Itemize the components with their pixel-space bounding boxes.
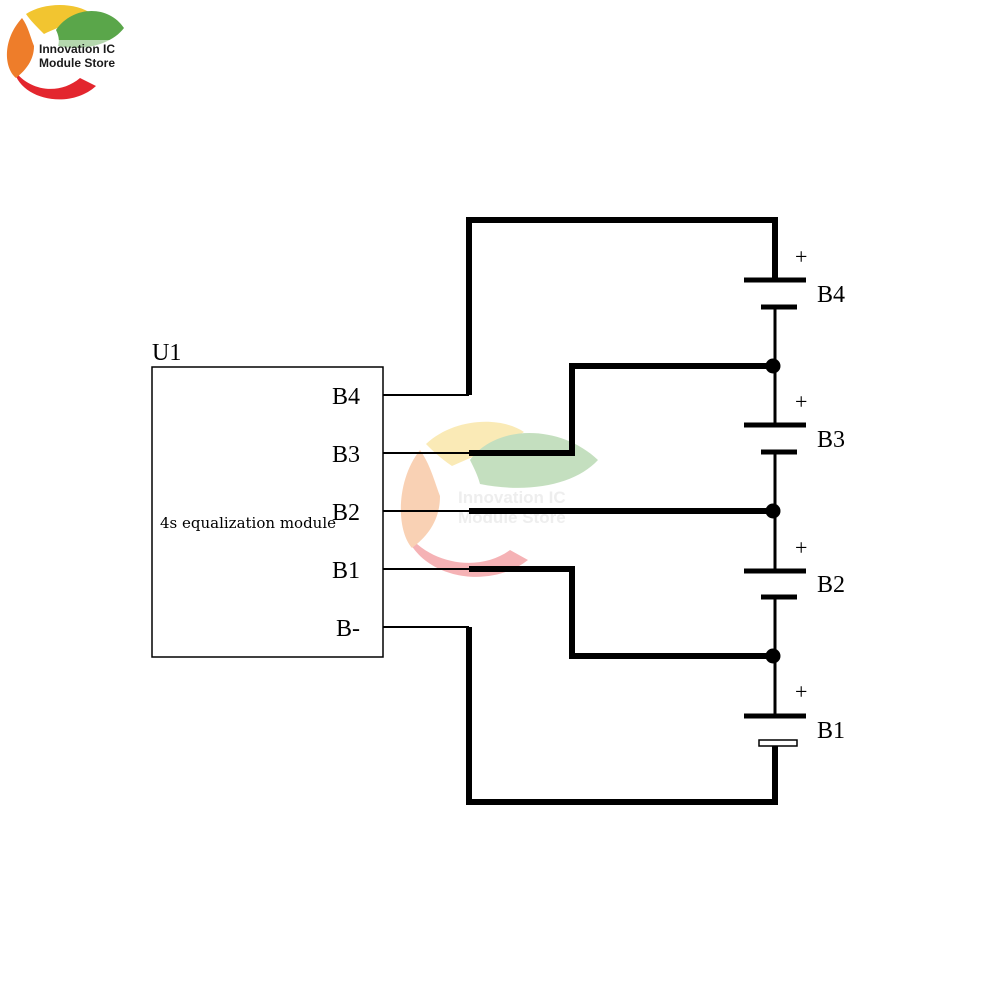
watermark-logo: Innovation IC Module Store [400, 421, 598, 577]
pin-label-b3: B3 [332, 442, 360, 468]
battery-b3-label: B3 [817, 427, 845, 453]
wire-b4 [466, 217, 778, 395]
logo-leaf-red [14, 70, 96, 100]
module-description: 4s equalization module [160, 514, 336, 532]
battery-b2-plus-sign: + [795, 535, 807, 560]
pin-label-b1: B1 [332, 558, 360, 584]
battery-b1-plus-sign: + [795, 679, 807, 704]
wire-b3 [469, 363, 775, 456]
battery-b3-plus-sign: + [795, 389, 807, 414]
pin-label-b4: B4 [332, 384, 360, 410]
battery-b4-label: B4 [817, 282, 845, 308]
logo-leaf-green [56, 10, 124, 48]
battery-b1-negative-plate [758, 739, 798, 747]
store-logo: Innovation IC Module Store [6, 5, 124, 100]
logo-leaf-orange [6, 18, 35, 78]
module-u1: U1 4s equalization module B4 B3 B2 B1 B- [151, 340, 384, 658]
battery-b2: + B2 [744, 535, 845, 600]
watermark-leaf-green [470, 433, 598, 488]
pin-label-b2: B2 [332, 500, 360, 526]
logo-text-line2: Module Store [39, 56, 115, 70]
battery-b2-label: B2 [817, 572, 845, 598]
battery-b1: + B1 [744, 679, 845, 747]
battery-b4: + B4 [744, 244, 845, 310]
watermark-leaf-yellow [426, 421, 524, 466]
watermark-leaf-red [404, 530, 528, 577]
watermark-text-line1: Innovation IC [458, 488, 566, 507]
logo-text-line1: Innovation IC [39, 42, 115, 56]
logo-text-backdrop [34, 40, 122, 72]
battery-b3: + B3 [744, 389, 845, 455]
junction-dot-b1 [765, 648, 781, 664]
pin-label-bminus: B- [336, 616, 360, 642]
battery-b4-plus-sign: + [795, 244, 807, 269]
junction-dots [765, 358, 781, 664]
battery-b1-label: B1 [817, 718, 845, 744]
logo-leaf-yellow [26, 5, 92, 34]
watermark-leaf-orange [400, 450, 440, 548]
pin-leads [383, 394, 469, 628]
wire-b1 [469, 566, 775, 659]
junction-dot-b2 [765, 503, 781, 519]
wires [466, 217, 778, 805]
module-label: U1 [152, 340, 181, 366]
wire-bminus [466, 627, 778, 805]
junction-dot-b3 [765, 358, 781, 374]
